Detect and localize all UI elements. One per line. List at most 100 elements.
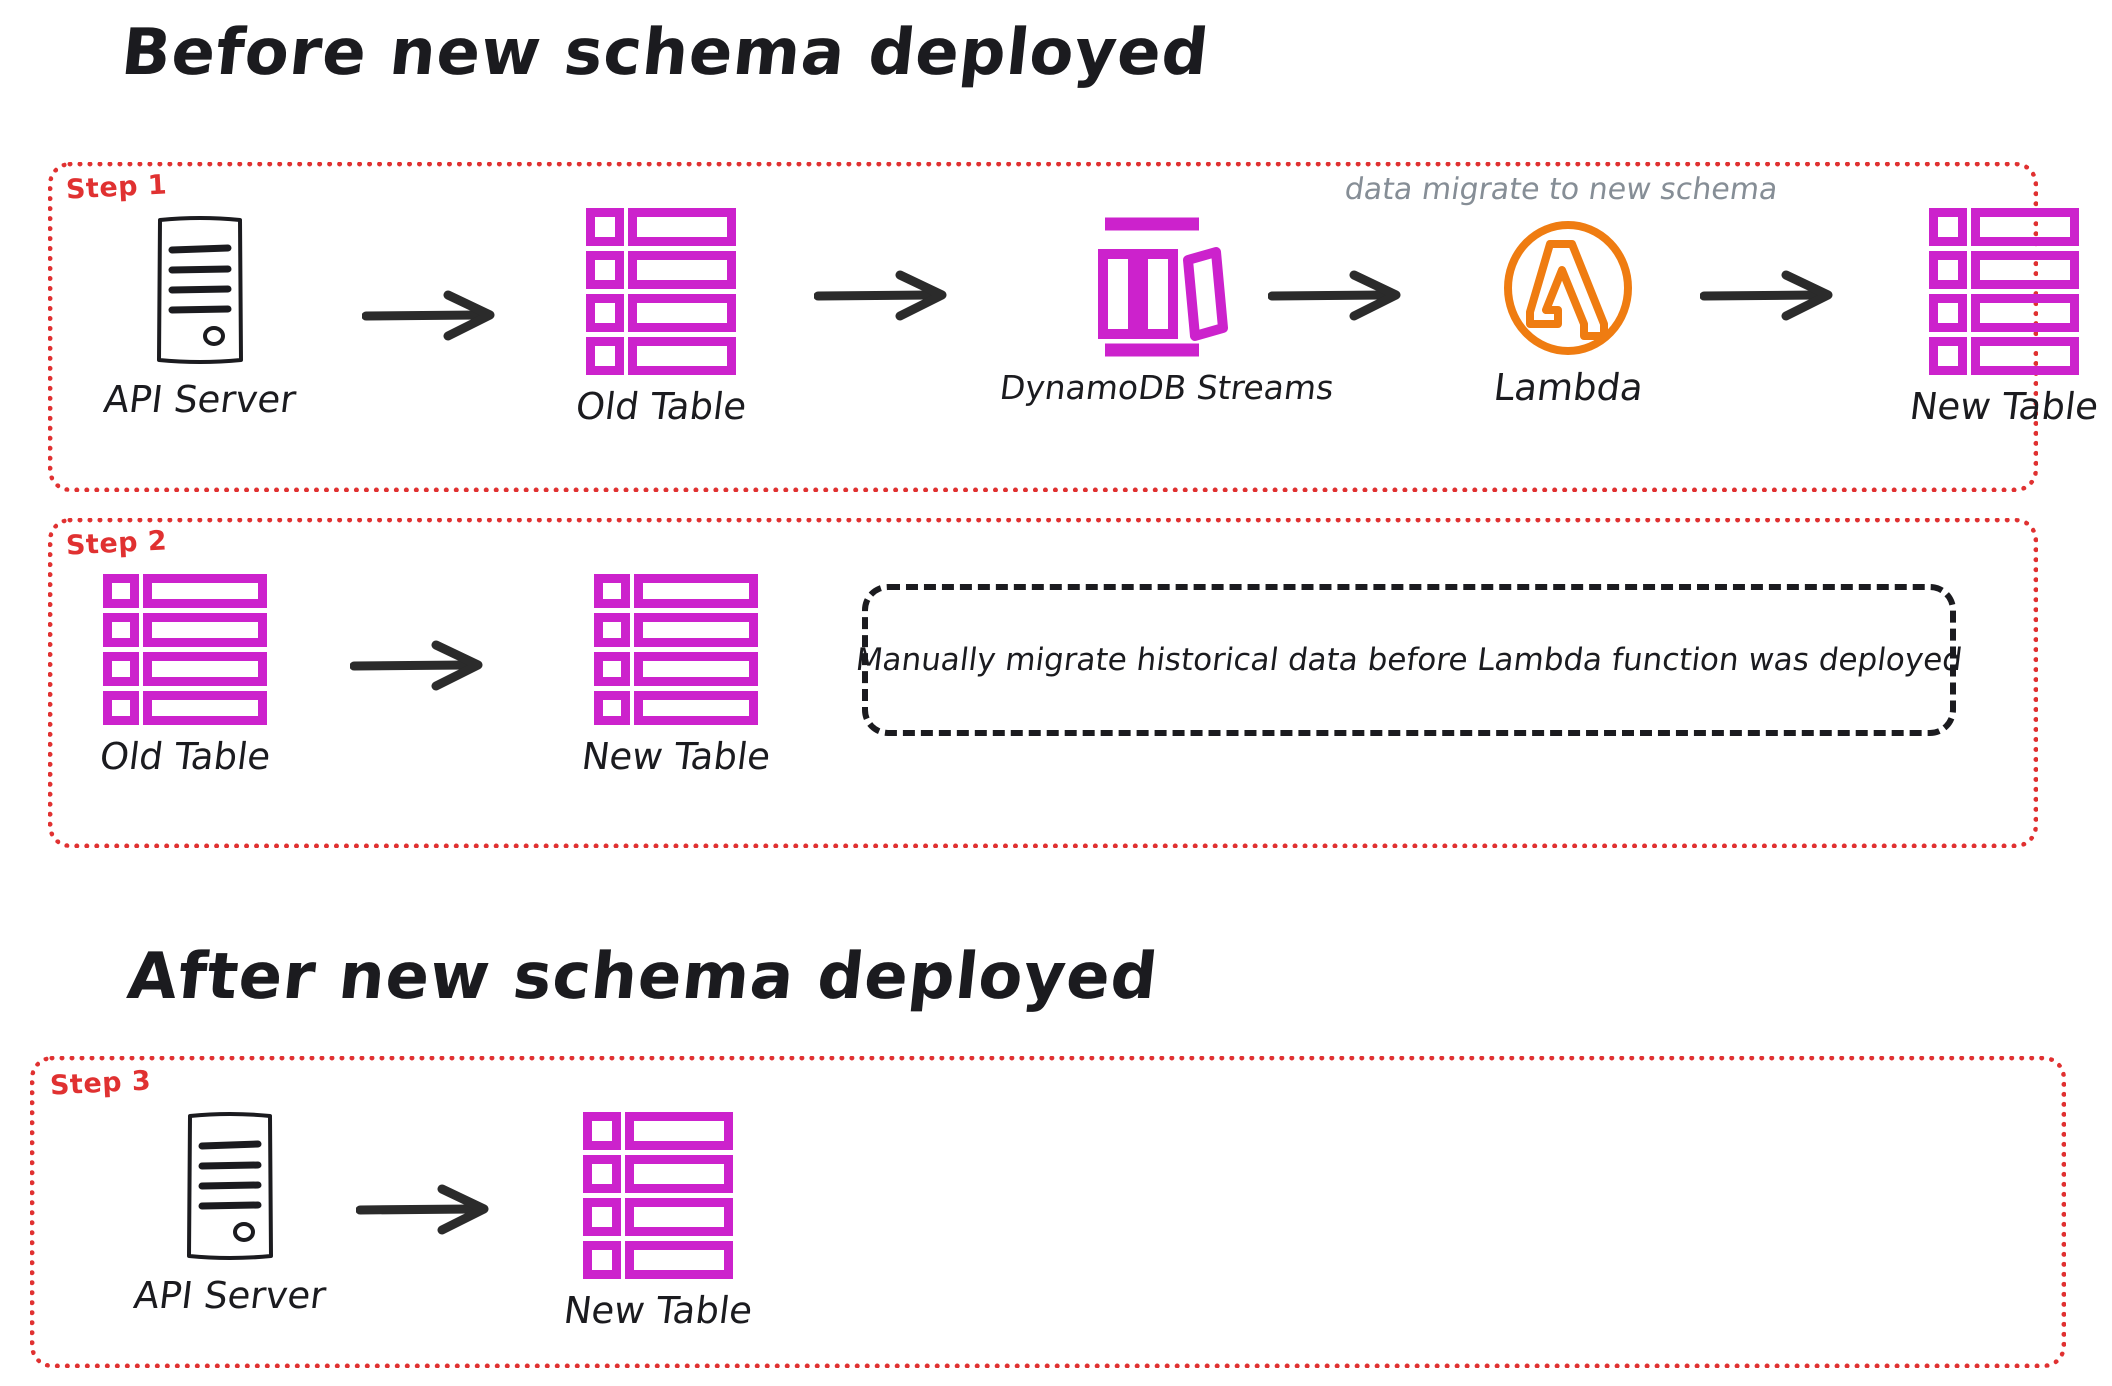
node-caption: API Server: [131, 1274, 329, 1317]
table-row: [103, 652, 268, 686]
table-row: [1929, 294, 2080, 332]
lambda-icon: [1504, 221, 1633, 355]
table-icon: [586, 208, 737, 375]
table-cell-value: [1971, 337, 2080, 375]
table-row: [594, 613, 759, 647]
node-caption: New Table: [1907, 385, 2101, 428]
section-title-after: After new schema deployed: [124, 940, 1162, 1014]
table-cell-key: [586, 294, 625, 332]
table-cell-value: [628, 251, 737, 289]
table-row: [594, 574, 759, 608]
table-cell-key: [103, 574, 140, 608]
table-icon: [103, 574, 268, 725]
note-text: Manually migrate historical data before …: [853, 642, 1965, 678]
table-cell-value: [1971, 251, 2080, 289]
table-cell-value: [625, 1155, 734, 1193]
section-title-before: Before new schema deployed: [118, 16, 1213, 90]
table-row: [586, 337, 737, 375]
table-row: [583, 1198, 734, 1236]
table-icon: [594, 574, 759, 725]
node-api-server-step1: API Server: [101, 212, 299, 421]
node-new-table-step2: New Table: [579, 574, 773, 778]
arrow-right-icon: [356, 1184, 489, 1235]
table-cell-key: [586, 208, 625, 246]
table-cell-key: [1929, 251, 1968, 289]
table-cell-value: [1971, 294, 2080, 332]
arrow-right-icon: [362, 290, 495, 341]
step-3-label: Step 3: [49, 1065, 152, 1102]
table-cell-value: [634, 574, 759, 608]
table-row: [1929, 208, 2080, 246]
table-cell-key: [103, 652, 140, 686]
table-icon: [1929, 208, 2080, 375]
step-1-label: Step 1: [65, 169, 168, 206]
table-icon: [583, 1112, 734, 1279]
annotation-data-migrate: data migrate to new schema: [1342, 172, 1781, 207]
table-cell-value: [625, 1198, 734, 1236]
node-old-table-step2: Old Table: [97, 574, 273, 778]
table-cell-value: [634, 613, 759, 647]
table-row: [583, 1112, 734, 1150]
table-row: [594, 691, 759, 725]
node-lambda: Lambda: [1491, 220, 1646, 409]
step-2-label: Step 2: [65, 525, 168, 562]
node-caption: API Server: [101, 378, 299, 421]
server-icon: [186, 1112, 273, 1260]
table-cell-key: [594, 691, 631, 725]
table-cell-value: [634, 652, 759, 686]
node-caption: Old Table: [97, 735, 273, 778]
table-row: [586, 251, 737, 289]
node-caption: New Table: [561, 1289, 755, 1332]
table-cell-key: [103, 613, 140, 647]
table-cell-key: [583, 1112, 622, 1150]
table-cell-key: [583, 1155, 622, 1193]
dynamodb-streams-icon: [1097, 217, 1228, 357]
table-cell-value: [143, 691, 268, 725]
table-cell-value: [1971, 208, 2080, 246]
table-row: [103, 574, 268, 608]
table-row: [586, 294, 737, 332]
arrow-right-icon: [814, 270, 947, 321]
table-cell-key: [594, 652, 631, 686]
table-cell-value: [628, 294, 737, 332]
node-caption: Lambda: [1491, 366, 1646, 409]
table-cell-value: [634, 691, 759, 725]
table-row: [586, 208, 737, 246]
table-row: [583, 1241, 734, 1279]
arrow-right-icon: [1268, 270, 1401, 321]
table-cell-value: [143, 613, 268, 647]
table-cell-key: [586, 337, 625, 375]
table-row: [103, 613, 268, 647]
node-caption: DynamoDB Streams: [997, 368, 1336, 407]
table-row: [583, 1155, 734, 1193]
table-cell-value: [628, 208, 737, 246]
table-cell-key: [586, 251, 625, 289]
table-cell-value: [143, 574, 268, 608]
table-cell-key: [583, 1241, 622, 1279]
table-cell-key: [594, 574, 631, 608]
table-cell-key: [1929, 208, 1968, 246]
node-new-table-step3: New Table: [561, 1112, 755, 1332]
node-caption: New Table: [579, 735, 773, 778]
table-row: [103, 691, 268, 725]
table-row: [594, 652, 759, 686]
step-2-container: [48, 518, 2038, 848]
server-icon: [156, 216, 243, 364]
node-api-server-step3: API Server: [131, 1108, 329, 1317]
table-cell-value: [628, 337, 737, 375]
table-cell-value: [143, 652, 268, 686]
table-row: [1929, 251, 2080, 289]
table-cell-key: [594, 613, 631, 647]
arrow-right-icon: [1700, 270, 1833, 321]
table-cell-key: [1929, 337, 1968, 375]
table-cell-value: [625, 1241, 734, 1279]
node-new-table-step1: New Table: [1907, 208, 2101, 428]
node-old-table-step1: Old Table: [573, 208, 749, 428]
table-cell-key: [583, 1198, 622, 1236]
table-row: [1929, 337, 2080, 375]
note-box: Manually migrate historical data before …: [854, 584, 1964, 736]
node-caption: Old Table: [573, 385, 749, 428]
table-cell-value: [625, 1112, 734, 1150]
node-dynamodb-streams: DynamoDB Streams: [997, 208, 1336, 407]
